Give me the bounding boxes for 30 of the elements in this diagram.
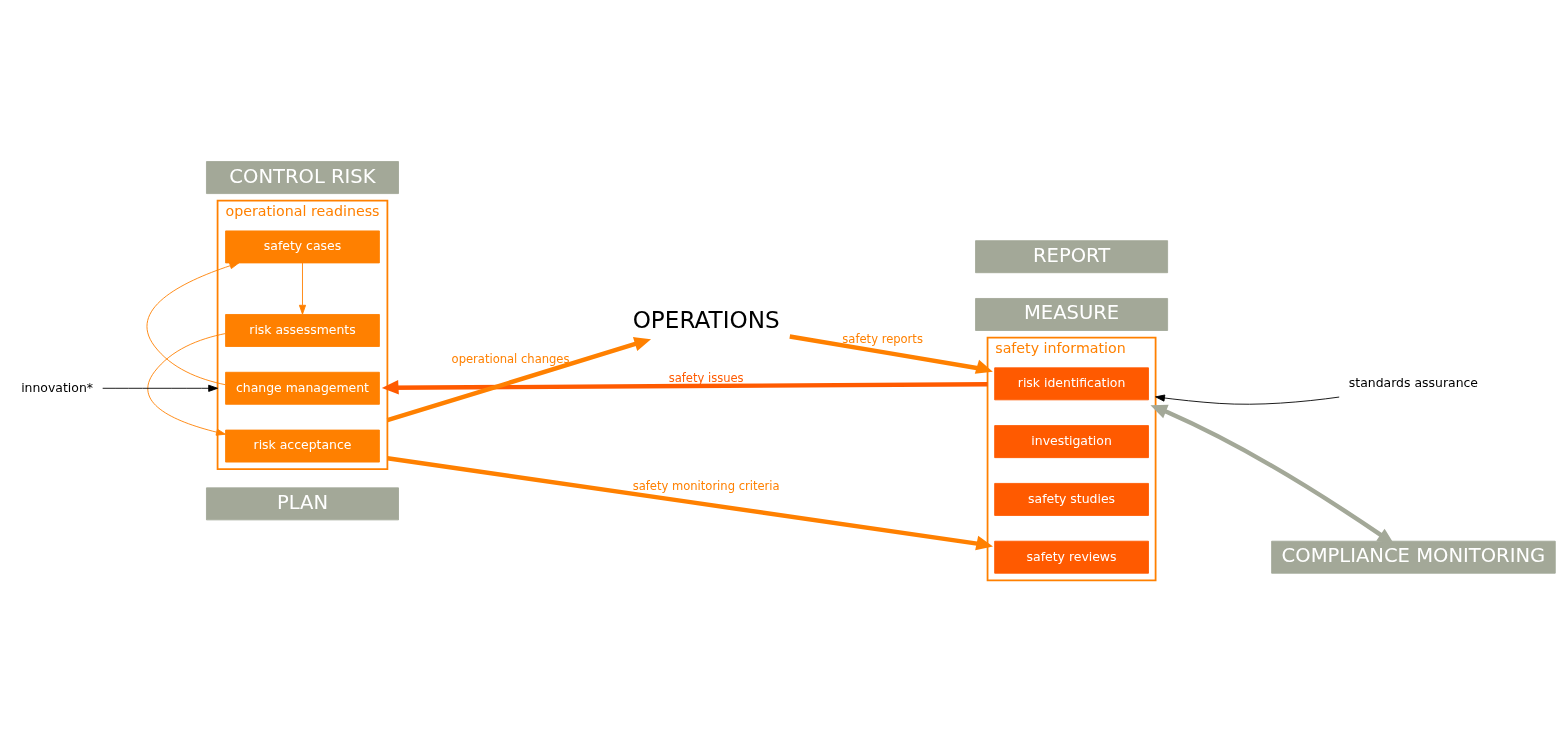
arrow [789,334,993,374]
node-box: MEASURE [975,298,1169,331]
arrow [1155,394,1340,405]
node-box: PLAN [206,487,399,521]
node-box: risk acceptance [225,429,380,463]
node-text: OPERATIONS [632,307,780,334]
node-box: REPORT [975,240,1169,274]
node-box: safety cases [225,230,380,264]
arrow [1150,404,1395,545]
arrow [381,380,988,395]
node-box: CONTROL RISK [206,161,399,194]
edge-label: safety reports [842,332,923,347]
node-box: change management [225,371,380,405]
node-box: investigation [994,425,1149,459]
node-text: innovation* [21,379,94,395]
arrow [146,262,240,386]
arrow [102,384,219,392]
node-box: risk identification [994,367,1149,401]
edge-label: safety monitoring criteria [632,479,780,493]
node-box: risk assessments [225,314,380,347]
arrow [147,333,226,436]
node-box: safety reviews [994,540,1149,574]
arrow [387,456,993,551]
node-box: safety studies [994,482,1149,516]
arrow [298,262,307,315]
arrow [386,337,651,423]
edge-label: operational changes [451,351,570,366]
edge-label: safety issues [668,371,744,386]
node-text: standards assurance [1348,375,1479,391]
node-box: COMPLIANCE MONITORING [1271,540,1556,574]
